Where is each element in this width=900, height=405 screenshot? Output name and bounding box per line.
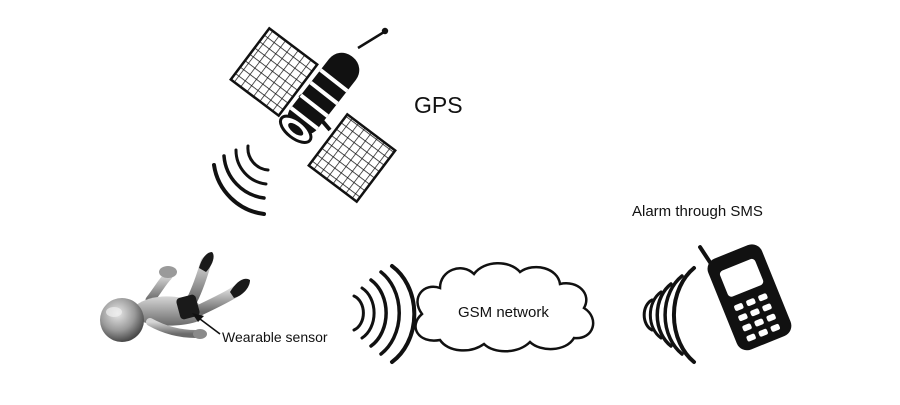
alarm-sms-label: Alarm through SMS bbox=[632, 203, 763, 220]
gps-label: GPS bbox=[414, 92, 463, 118]
sensor-pointer-arrow bbox=[192, 313, 221, 335]
wearable-sensor-label: Wearable sensor bbox=[222, 329, 328, 345]
network-signal-icon bbox=[642, 266, 696, 364]
satellite-signal-icon bbox=[212, 144, 270, 216]
fallen-person-icon bbox=[100, 252, 250, 342]
gsm-network-label: GSM network bbox=[458, 304, 549, 321]
mobile-phone-icon bbox=[698, 244, 792, 351]
cloud-icon bbox=[414, 262, 595, 353]
sensor-signal-icon bbox=[352, 264, 417, 364]
satellite-icon bbox=[229, 26, 397, 204]
